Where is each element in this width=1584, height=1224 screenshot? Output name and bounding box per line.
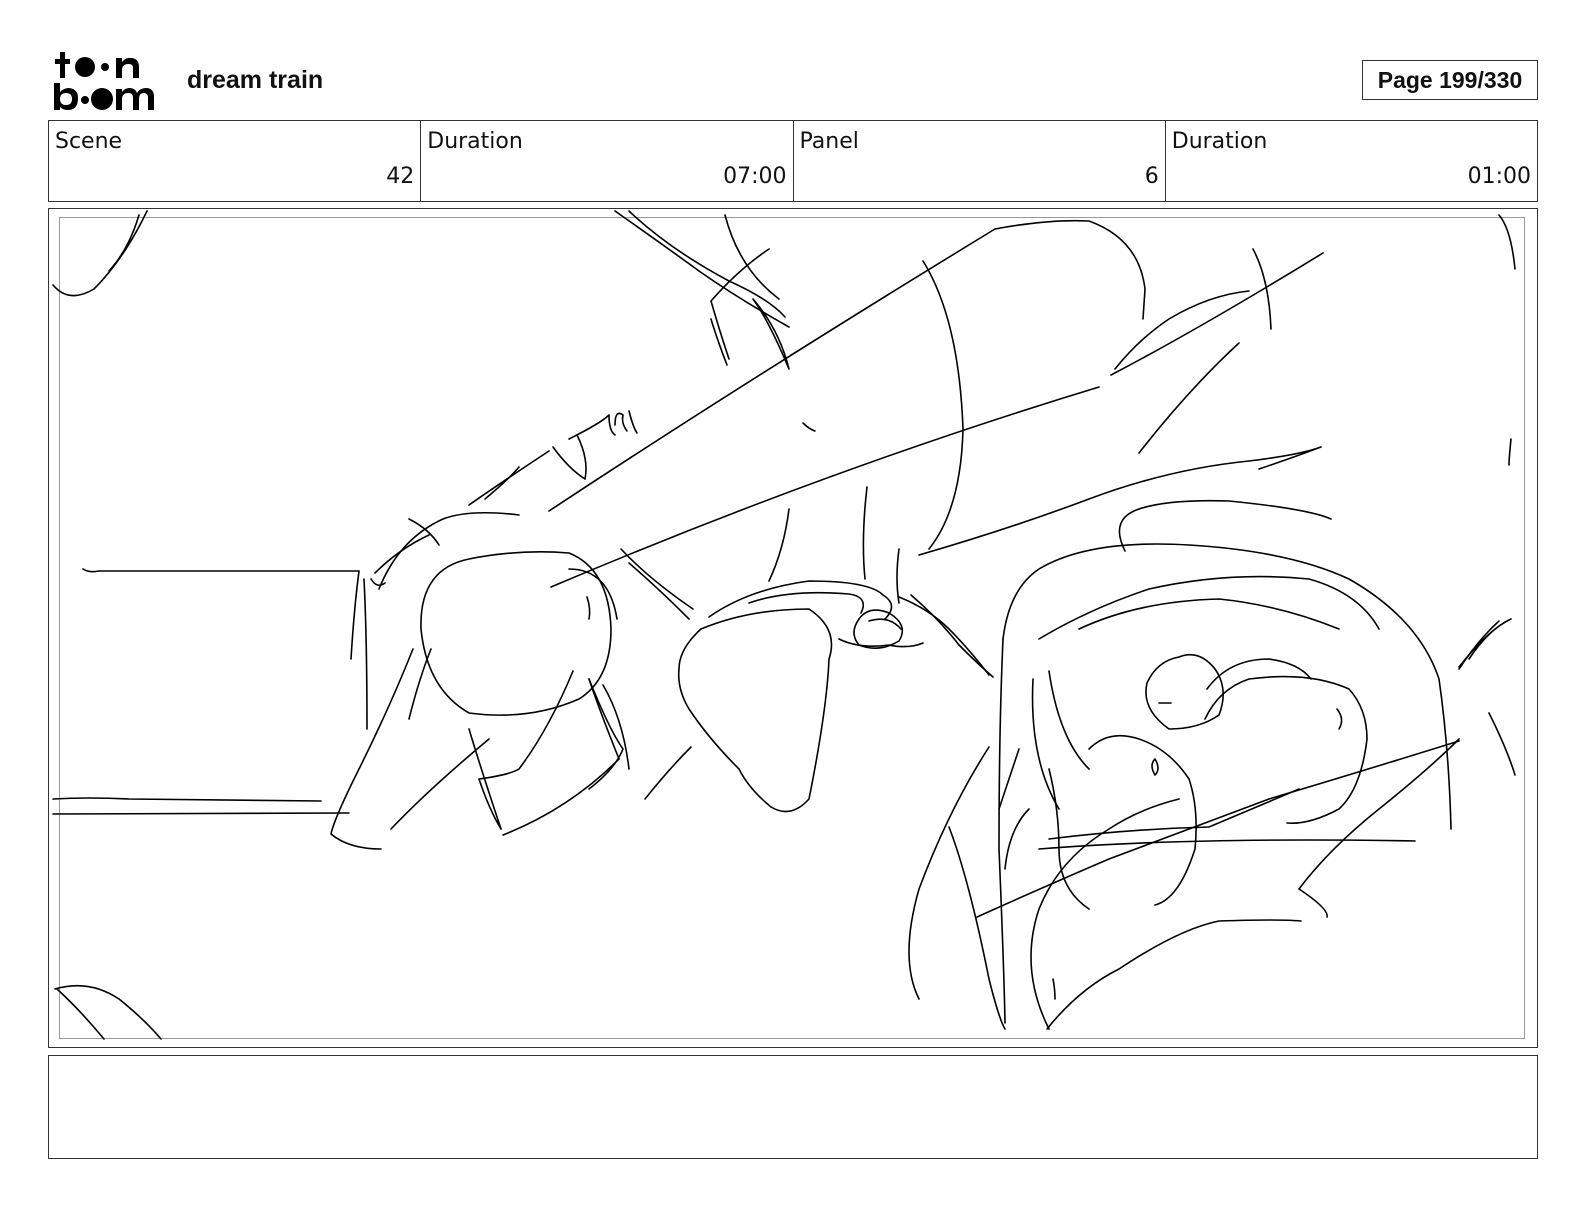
scene-duration-cell: Duration 07:00	[421, 121, 794, 201]
scene-label: Scene	[55, 129, 123, 154]
storyboard-panel	[48, 208, 1538, 1048]
project-title: dream train	[187, 66, 324, 94]
page-label: Page 199/330	[1377, 66, 1523, 93]
panel-value: 6	[1144, 164, 1159, 189]
safe-area-frame	[59, 217, 1525, 1039]
panel-duration-label: Duration	[1171, 129, 1268, 154]
panel-label: Panel	[799, 129, 859, 154]
panel-sketch	[52, 210, 1516, 1040]
scene-duration-value: 07:00	[723, 164, 787, 189]
panel-notes	[48, 1055, 1538, 1159]
scene-value: 42	[386, 164, 415, 189]
panel-cell: Panel 6	[794, 121, 1166, 201]
panel-duration-value: 01:00	[1467, 164, 1531, 189]
toon-boom-logo	[52, 50, 164, 112]
scene-duration-label: Duration	[427, 129, 523, 154]
logo-graphic	[54, 52, 154, 110]
panel-duration-cell: Duration 01:00	[1166, 121, 1537, 201]
page-indicator: Page 199/330	[1362, 60, 1538, 100]
scene-cell: Scene 42	[49, 121, 422, 201]
scene-info-row: Scene 42 Duration 07:00 Panel 6 Duration…	[48, 120, 1538, 202]
